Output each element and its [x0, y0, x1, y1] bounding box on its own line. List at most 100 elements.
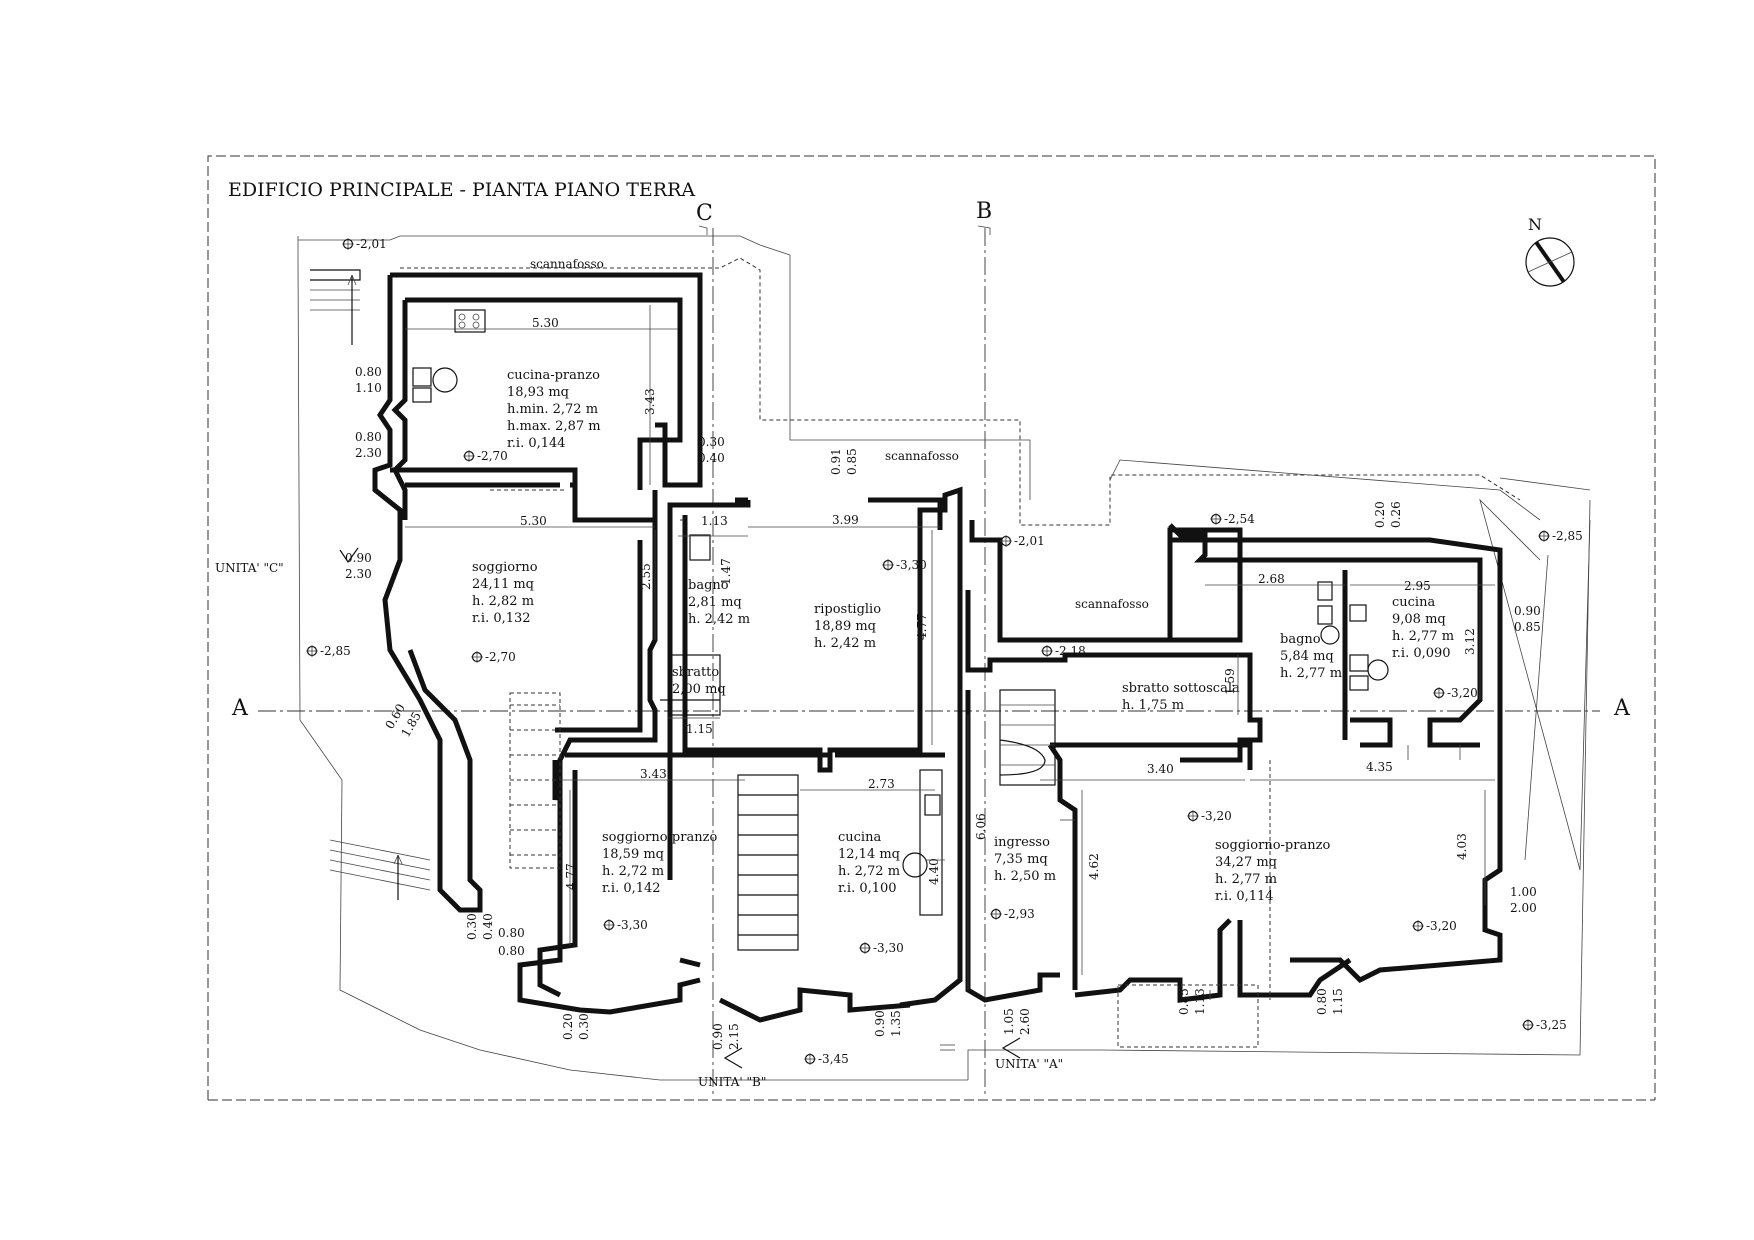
- dimension-texts: 5.30 3.43 5.30 2.55 0.80 1.10 0.80 2.30 …: [345, 316, 1541, 1050]
- level-marker-icon: [1210, 513, 1222, 525]
- svg-text:0.30: 0.30: [577, 1013, 591, 1040]
- room-ingresso: ingresso 7,35 mq h. 2,50 m: [994, 835, 1056, 884]
- level-marker-icon: [990, 908, 1002, 920]
- svg-text:0.30: 0.30: [698, 435, 725, 449]
- svg-text:h.min. 2,72 m: h.min. 2,72 m: [507, 402, 598, 417]
- entry-arrows: [339, 547, 1075, 1069]
- svg-text:1.59: 1.59: [1223, 668, 1237, 695]
- unit-c-label: UNITA' "C": [215, 561, 284, 575]
- svg-text:1.10: 1.10: [355, 381, 382, 395]
- level-marker-icon: [603, 919, 615, 931]
- section-lines: [258, 225, 1600, 1098]
- svg-text:7,35 mq: 7,35 mq: [994, 852, 1048, 867]
- room-cucina-pranzo-c: cucina-pranzo 18,93 mq h.min. 2,72 m h.m…: [507, 368, 601, 451]
- room-soggiorno-pranzo-a: soggiorno-pranzo 34,27 mq h. 2,77 m r.i.…: [1215, 838, 1330, 904]
- section-c-label: C: [696, 201, 713, 226]
- level-texts: -2,01 -2,70 -2,70 -2,85 -3,30 -3,30 -3,3…: [320, 237, 1583, 1066]
- svg-text:h. 2,72 m: h. 2,72 m: [602, 864, 664, 879]
- svg-text:soggiorno-pranzo: soggiorno-pranzo: [1215, 838, 1330, 853]
- svg-text:0.26: 0.26: [1389, 501, 1403, 528]
- svg-text:5.30: 5.30: [520, 514, 547, 528]
- svg-text:0.85: 0.85: [1177, 988, 1191, 1015]
- svg-text:h. 2,42 m: h. 2,42 m: [688, 612, 750, 627]
- level-marker-icon: [1000, 535, 1012, 547]
- room-cucina-b: cucina 12,14 mq h. 2,72 m r.i. 0,100: [838, 830, 900, 896]
- svg-text:h. 2,42 m: h. 2,42 m: [814, 636, 876, 651]
- svg-text:h. 2,50 m: h. 2,50 m: [994, 869, 1056, 884]
- svg-text:0.85: 0.85: [1514, 620, 1541, 634]
- svg-text:12,14 mq: 12,14 mq: [838, 847, 900, 862]
- room-sbratto-b: sbratto 2,00 mq: [672, 665, 726, 697]
- svg-text:0.90: 0.90: [873, 1010, 887, 1037]
- room-bagno-b: bagno 2,81 mq h. 2,42 m: [688, 578, 750, 627]
- svg-text:6.06: 6.06: [974, 813, 988, 840]
- svg-text:2,00 mq: 2,00 mq: [672, 682, 726, 697]
- unit-a-label: UNITA' "A": [995, 1057, 1063, 1071]
- svg-text:soggiorno-pranzo: soggiorno-pranzo: [602, 830, 717, 845]
- interior-details: [310, 269, 1461, 1048]
- svg-text:0.80: 0.80: [498, 926, 525, 940]
- svg-text:5,84 mq: 5,84 mq: [1280, 649, 1334, 664]
- svg-text:4.40: 4.40: [927, 858, 941, 885]
- room-bagno-a: bagno 5,84 mq h. 2,77 m: [1280, 632, 1342, 681]
- level-marker-icon: [804, 1053, 816, 1065]
- svg-text:-2,93: -2,93: [1004, 907, 1035, 921]
- plan-title: EDIFICIO PRINCIPALE - PIANTA PIANO TERRA: [228, 179, 695, 201]
- svg-text:1.15: 1.15: [686, 722, 713, 736]
- svg-text:0.20: 0.20: [561, 1013, 575, 1040]
- svg-text:1.35: 1.35: [889, 1010, 903, 1037]
- svg-text:-2,70: -2,70: [477, 449, 508, 463]
- level-marker-icon: [306, 645, 318, 657]
- svg-text:34,27 mq: 34,27 mq: [1215, 855, 1277, 870]
- svg-text:2.00: 2.00: [1510, 901, 1537, 915]
- level-marker-icon: [1433, 687, 1445, 699]
- svg-text:sbratto sottoscala: sbratto sottoscala: [1122, 681, 1240, 696]
- level-marker-icon: [463, 450, 475, 462]
- section-a-right-label: A: [1613, 696, 1631, 721]
- svg-text:cucina-pranzo: cucina-pranzo: [507, 368, 600, 383]
- scannafosso-label-2: scannafosso: [885, 449, 959, 463]
- svg-text:0.30: 0.30: [465, 913, 479, 940]
- svg-text:3.99: 3.99: [832, 513, 859, 527]
- svg-text:4.77: 4.77: [564, 863, 578, 890]
- svg-text:4.62: 4.62: [1087, 853, 1101, 880]
- svg-text:3.43: 3.43: [640, 767, 667, 781]
- svg-text:-3,25: -3,25: [1536, 1018, 1567, 1032]
- svg-text:2.55: 2.55: [639, 563, 653, 590]
- svg-text:-2,54: -2,54: [1224, 512, 1255, 526]
- svg-text:5.30: 5.30: [532, 316, 559, 330]
- svg-text:cucina: cucina: [1392, 595, 1435, 610]
- svg-text:h. 2,77 m: h. 2,77 m: [1280, 666, 1342, 681]
- svg-text:bagno: bagno: [688, 578, 729, 593]
- room-sbratto-sottoscala: sbratto sottoscala h. 1,75 m: [1122, 681, 1240, 713]
- svg-text:h. 2,82 m: h. 2,82 m: [472, 594, 534, 609]
- room-soggiorno-c: soggiorno 24,11 mq h. 2,82 m r.i. 0,132: [472, 560, 538, 626]
- svg-text:0.90: 0.90: [345, 551, 372, 565]
- svg-text:r.i. 0,142: r.i. 0,142: [602, 881, 661, 896]
- svg-text:0.80: 0.80: [498, 944, 525, 958]
- svg-text:ingresso: ingresso: [994, 835, 1050, 850]
- svg-text:1.47: 1.47: [719, 558, 733, 585]
- svg-text:-3,20: -3,20: [1426, 919, 1457, 933]
- level-markers: [306, 238, 1550, 1065]
- svg-text:3.12: 3.12: [1463, 628, 1477, 655]
- svg-text:0.90: 0.90: [711, 1023, 725, 1050]
- section-a-left-label: A: [231, 696, 249, 721]
- svg-text:18,59 mq: 18,59 mq: [602, 847, 664, 862]
- svg-text:0.90: 0.90: [1514, 604, 1541, 618]
- svg-text:2.30: 2.30: [355, 446, 382, 460]
- svg-text:1.13: 1.13: [701, 514, 728, 528]
- svg-text:24,11 mq: 24,11 mq: [472, 577, 534, 592]
- svg-text:cucina: cucina: [838, 830, 881, 845]
- svg-text:bagno: bagno: [1280, 632, 1321, 647]
- svg-text:h. 2,72 m: h. 2,72 m: [838, 864, 900, 879]
- svg-text:-2,70: -2,70: [485, 650, 516, 664]
- north-arrow-icon: [1525, 237, 1575, 287]
- svg-text:0.40: 0.40: [698, 451, 725, 465]
- svg-text:-2,01: -2,01: [356, 237, 387, 251]
- svg-text:0.85: 0.85: [845, 448, 859, 475]
- level-marker-icon: [1187, 810, 1199, 822]
- svg-text:18,89 mq: 18,89 mq: [814, 619, 876, 634]
- svg-text:-3,20: -3,20: [1447, 686, 1478, 700]
